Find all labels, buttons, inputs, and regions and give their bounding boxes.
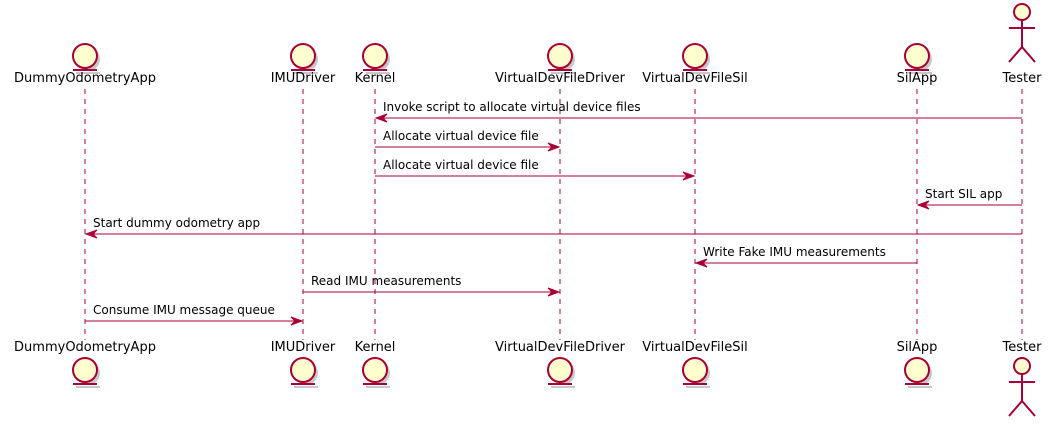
actor-icon-tester-top bbox=[1008, 3, 1036, 63]
arrow-head-icon bbox=[694, 258, 708, 268]
entity-icon-kernel-bottom bbox=[362, 357, 390, 388]
arrow-head-icon bbox=[916, 200, 930, 210]
message-2: Allocate virtual device file bbox=[375, 129, 561, 152]
participant-label-sil-top: SilApp bbox=[897, 71, 938, 86]
message-1: Invoke script to allocate virtual device… bbox=[374, 100, 1022, 123]
entity-icon-vdfs-bottom bbox=[682, 357, 710, 388]
message-label: Write Fake IMU measurements bbox=[703, 245, 886, 259]
message-4: Start SIL app bbox=[916, 187, 1022, 210]
participant-label-odom-bottom: DummyOdometryApp bbox=[14, 340, 156, 355]
arrow-head-icon bbox=[374, 113, 388, 123]
arrow-head-icon bbox=[547, 142, 561, 152]
arrow-head-icon bbox=[547, 287, 561, 297]
participant-label-odom-top: DummyOdometryApp bbox=[14, 71, 156, 86]
entity-icon-imu-bottom bbox=[290, 357, 318, 388]
participant-label-imu-top: IMUDriver bbox=[271, 71, 336, 86]
entity-icon-odom-bottom bbox=[72, 357, 100, 388]
participant-label-vdfs-bottom: VirtualDevFileSil bbox=[642, 340, 747, 355]
actor-icon-tester-bottom bbox=[1008, 357, 1036, 417]
message-label: Start SIL app bbox=[925, 187, 1002, 201]
participant-label-tester-bottom: Tester bbox=[1002, 340, 1043, 355]
entity-icon-sil-bottom bbox=[904, 357, 932, 388]
participant-label-vdfs-top: VirtualDevFileSil bbox=[642, 71, 747, 86]
participant-label-vdfd-bottom: VirtualDevFileDriver bbox=[495, 340, 626, 355]
participant-label-kernel-top: Kernel bbox=[355, 71, 396, 86]
participant-label-sil-bottom: SilApp bbox=[897, 340, 938, 355]
entity-icon-kernel-top bbox=[362, 43, 390, 74]
message-5: Start dummy odometry app bbox=[84, 216, 1022, 239]
entity-icon-vdfd-top bbox=[547, 43, 575, 74]
participant-label-tester-top: Tester bbox=[1002, 71, 1043, 86]
arrow-head-icon bbox=[84, 229, 98, 239]
message-6: Write Fake IMU measurements bbox=[694, 245, 917, 268]
arrow-head-icon bbox=[290, 316, 304, 326]
entity-icon-imu-top bbox=[290, 43, 318, 74]
participant-label-imu-bottom: IMUDriver bbox=[271, 340, 336, 355]
message-8: Consume IMU message queue bbox=[85, 303, 304, 326]
message-label: Allocate virtual device file bbox=[383, 158, 539, 172]
message-3: Allocate virtual device file bbox=[375, 158, 696, 181]
message-7: Read IMU measurements bbox=[303, 274, 561, 297]
participant-label-vdfd-top: VirtualDevFileDriver bbox=[495, 71, 626, 86]
message-label: Consume IMU message queue bbox=[93, 303, 275, 317]
entity-icon-odom-top bbox=[72, 43, 100, 74]
message-label: Start dummy odometry app bbox=[93, 216, 260, 230]
entity-icon-sil-top bbox=[904, 43, 932, 74]
message-label: Read IMU measurements bbox=[311, 274, 461, 288]
entity-icon-vdfs-top bbox=[682, 43, 710, 74]
participant-label-kernel-bottom: Kernel bbox=[355, 340, 396, 355]
entity-icon-vdfd-bottom bbox=[547, 357, 575, 388]
arrow-head-icon bbox=[682, 171, 696, 181]
message-label: Allocate virtual device file bbox=[383, 129, 539, 143]
message-label: Invoke script to allocate virtual device… bbox=[383, 100, 641, 114]
